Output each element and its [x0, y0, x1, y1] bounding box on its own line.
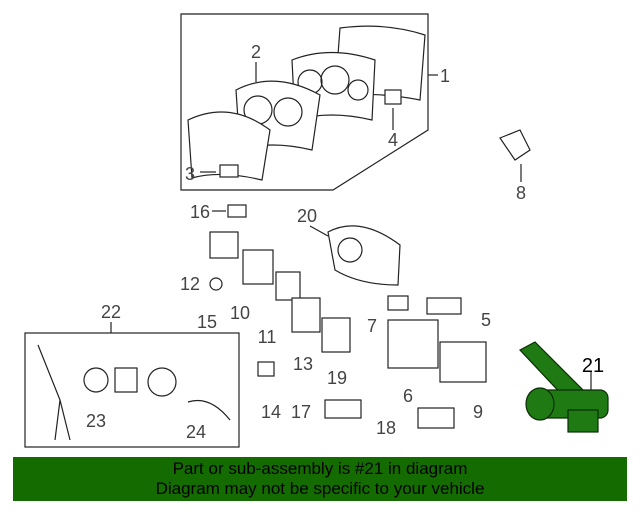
part-3-bulb: [219, 164, 239, 178]
callout-21: 21: [582, 355, 604, 377]
part-24: [187, 399, 231, 421]
part-14: [257, 361, 275, 377]
callout-12: 12: [180, 274, 200, 294]
part-10: [242, 249, 274, 285]
info-banner: Part or sub-assembly is #21 in diagram D…: [13, 457, 627, 501]
callout-10: 10: [230, 303, 250, 323]
callout-2: 2: [251, 42, 261, 62]
callout-18: 18: [376, 418, 396, 438]
part-13: [291, 297, 321, 333]
part-8: [499, 129, 531, 161]
part-19: [321, 317, 351, 353]
part-9: [439, 341, 487, 383]
part-23: [83, 367, 109, 393]
callout-11: 11: [258, 327, 277, 347]
callout-1: 1: [440, 66, 450, 86]
callout-13: 13: [293, 354, 313, 374]
callout-20: 20: [297, 206, 317, 226]
callout-15: 15: [197, 312, 217, 332]
key-part: [37, 344, 71, 441]
cluster-bezel-part: [187, 111, 271, 181]
callout-8: 8: [516, 183, 526, 203]
switch-part: [147, 367, 177, 397]
callout-4: 4: [388, 130, 398, 150]
part-5: [426, 297, 462, 315]
part-17: [324, 399, 362, 419]
part-11: [275, 271, 301, 301]
callout-24: 24: [186, 422, 206, 442]
part-16: [227, 204, 247, 218]
callout-17: 17: [291, 402, 311, 422]
callout-6: 6: [403, 386, 413, 406]
lock-cylinder-part: [114, 367, 138, 393]
part-21-steering-lock: [519, 341, 609, 433]
callout-14: 14: [261, 402, 281, 422]
banner-line-1: Part or sub-assembly is #21 in diagram: [172, 459, 468, 478]
callout-23: 23: [86, 411, 106, 431]
callout-5: 5: [481, 310, 491, 330]
part-20: [327, 225, 401, 286]
part-6: [387, 319, 439, 369]
cluster-group-box: [180, 13, 429, 191]
callout-22: 22: [101, 302, 121, 322]
part-4-bulb: [384, 89, 402, 105]
part-7: [387, 295, 409, 311]
banner-line-2: Diagram may not be specific to your vehi…: [155, 479, 485, 498]
callout-16: 16: [190, 202, 210, 222]
part-18: [417, 407, 455, 429]
part-12: [209, 231, 239, 259]
callout-19: 19: [327, 368, 347, 388]
callout-9: 9: [473, 402, 483, 422]
callout-7: 7: [367, 316, 377, 336]
ignition-group-box: [24, 332, 240, 448]
callout-3: 3: [185, 164, 195, 184]
part-15: [209, 277, 223, 291]
